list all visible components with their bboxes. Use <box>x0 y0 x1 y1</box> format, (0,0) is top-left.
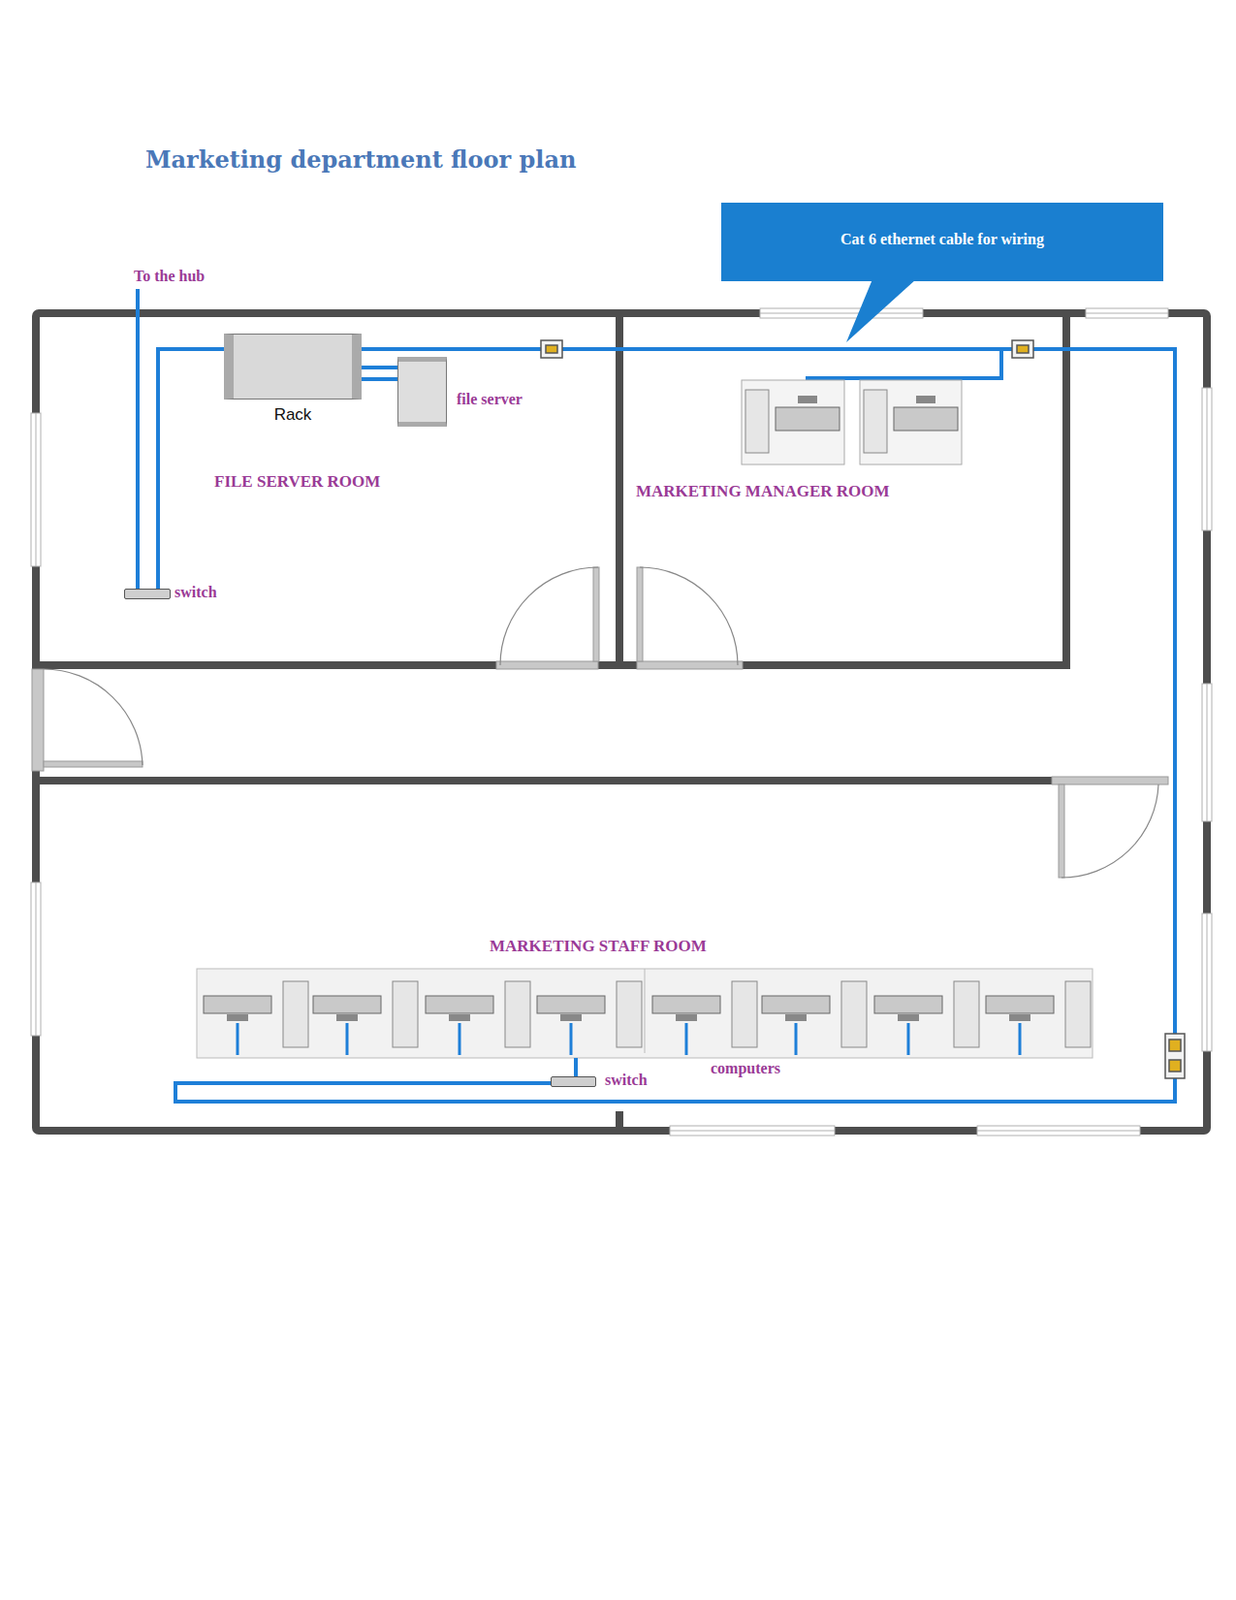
monitor-base <box>560 1014 582 1021</box>
callout-box: Cat 6 ethernet cable for wiring <box>721 202 1164 282</box>
callout-text: Cat 6 ethernet cable for wiring <box>840 230 1045 249</box>
room-label: MARKETING STAFF ROOM <box>489 936 707 956</box>
server-label: file server <box>456 390 523 409</box>
switch-label: switch <box>174 583 218 602</box>
room: MARKETING STAFF ROOM computers switch <box>43 784 1204 1127</box>
monitor-base <box>1009 1014 1031 1021</box>
keyboard <box>985 995 1054 1014</box>
computers-label: computers <box>710 1059 781 1078</box>
pc-tower <box>731 981 758 1047</box>
rack-box: Rack <box>223 333 362 400</box>
keyboard <box>761 995 830 1014</box>
room: MARKETING MANAGER ROOM <box>627 320 1063 662</box>
drop-cable <box>346 1022 349 1055</box>
monitor-base <box>448 1014 471 1021</box>
page-title: Marketing department floor plan <box>145 145 576 174</box>
keyboard <box>874 995 943 1014</box>
rack-label: Rack <box>274 405 313 425</box>
ethernet-cable <box>361 377 398 381</box>
server-box: file server <box>397 356 447 427</box>
pc-tower <box>953 981 980 1047</box>
computer-bench: computers <box>196 968 1093 1058</box>
keyboard <box>537 995 605 1014</box>
drop-cable <box>458 1022 462 1055</box>
ethernet-cable <box>158 348 224 589</box>
pc-tower <box>616 981 642 1047</box>
keyboard <box>203 995 272 1014</box>
pc-tower <box>1065 981 1091 1047</box>
pc-tower <box>392 981 418 1047</box>
pc-tower <box>841 981 867 1047</box>
ethernet-cable <box>573 1057 578 1077</box>
hub-label: To the hub <box>133 267 205 286</box>
switch-icon: switch <box>124 588 171 600</box>
monitor-base <box>785 1014 807 1021</box>
room: FILE SERVER ROOM Rack file server switch <box>43 320 616 662</box>
drop-cable <box>236 1022 240 1055</box>
monitor-base <box>226 1014 249 1021</box>
switch-icon: switch <box>550 1076 597 1087</box>
keyboard <box>425 995 494 1014</box>
switch-label: switch <box>604 1071 648 1089</box>
drop-cable <box>907 1022 911 1055</box>
monitor-base <box>336 1014 358 1021</box>
drop-cable <box>1018 1022 1022 1055</box>
monitor-base <box>675 1014 698 1021</box>
keyboard <box>313 995 381 1014</box>
monitor-base <box>897 1014 920 1021</box>
drop-cable <box>685 1022 689 1055</box>
drop-cable <box>570 1022 573 1055</box>
drop-cable <box>794 1022 798 1055</box>
pc-tower <box>505 981 531 1047</box>
room-label: MARKETING MANAGER ROOM <box>635 481 890 502</box>
pc-tower <box>283 981 309 1047</box>
keyboard <box>652 995 721 1014</box>
room-label: FILE SERVER ROOM <box>214 472 381 492</box>
